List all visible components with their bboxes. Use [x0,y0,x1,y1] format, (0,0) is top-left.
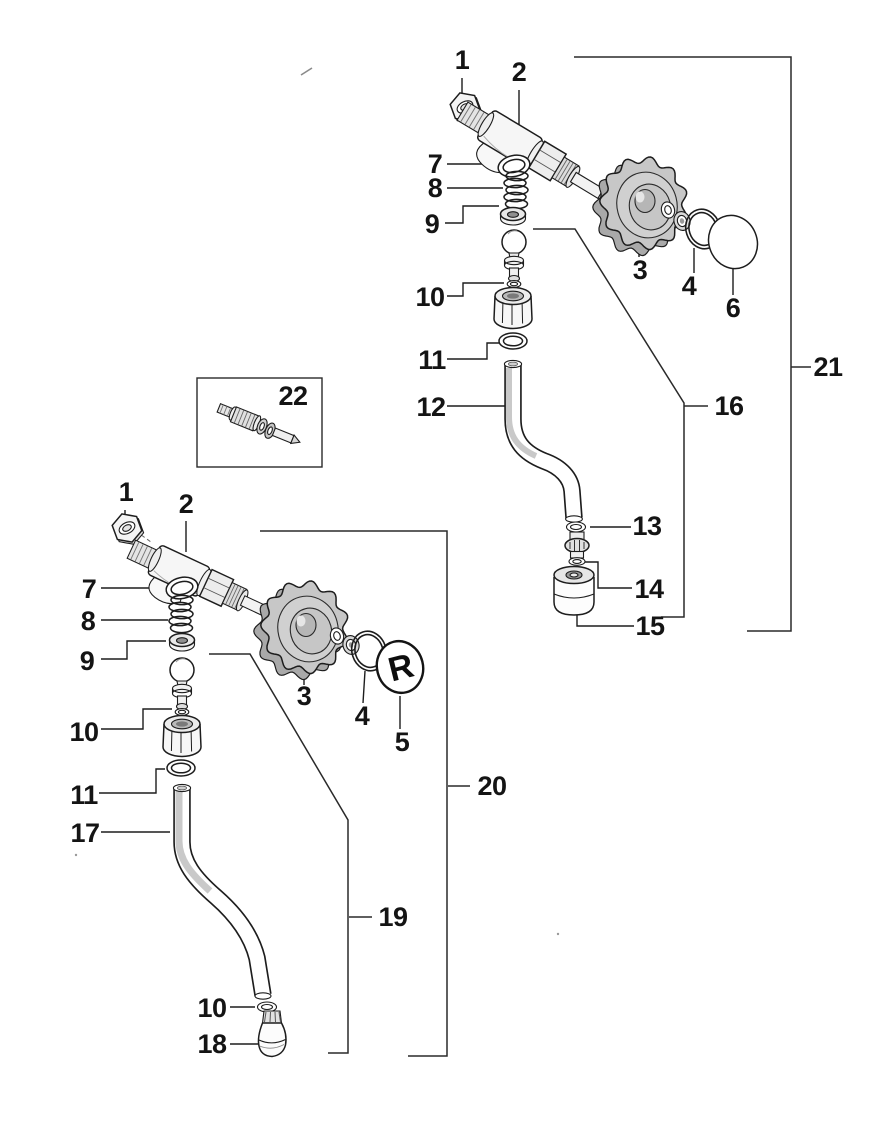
callout-bracket-19: 19 [378,902,408,932]
star-knob-part-3 [253,580,349,681]
callout-lower-2: 2 [179,489,194,519]
steam-pipe-part-17 [172,783,272,1000]
group-bracket-19 [209,653,372,1054]
pipe-oring-part-13 [565,521,587,533]
callout-bracket-16: 16 [714,391,744,421]
callout-lower-11: 11 [70,780,98,810]
callout-upper-15: 15 [635,611,665,641]
upper-steam-valve-assembly [443,92,759,616]
logo-badge-part-5: R [375,639,425,695]
callout-lower-9: 9 [80,646,95,676]
lower-steam-valve-assembly: R [111,513,425,1058]
steam-pipe-part-12 [503,359,583,523]
callout-upper-4: 4 [682,271,697,301]
ball-valve-pin [169,657,195,717]
oring-part-11 [498,332,528,350]
callout-upper-1: 1 [455,45,470,75]
callout-upper-6: 6 [726,293,741,323]
axis-dashes [129,526,152,543]
callout-box-22: 22 [278,381,307,411]
callout-lower-17: 17 [70,818,99,848]
inset-box-part-22 [196,377,323,468]
callout-lower-18: 18 [197,1029,227,1059]
upper-assembly-leader-lines [445,78,734,627]
cup-washer-part-9 [499,206,527,226]
star-knob-part-3 [592,156,688,257]
callout-lower-8: 8 [81,606,96,636]
coupling-nut-part-10 [162,714,202,758]
scan-artifacts [74,67,560,936]
callout-lower-10b: 10 [197,993,226,1023]
callout-upper-11: 11 [418,345,446,375]
callout-upper-2: 2 [512,57,527,87]
callout-lower-5: 5 [395,727,410,757]
group-bracket-16 [533,228,708,618]
callout-upper-13: 13 [632,511,662,541]
callout-lower-1: 1 [119,477,134,507]
group-bracket-21 [574,56,811,632]
callout-upper-14: 14 [634,574,664,604]
callout-lower-3: 3 [297,681,312,711]
callout-lower-4: 4 [355,701,370,731]
callout-bracket-21: 21 [813,352,843,382]
cup-washer-part-9 [168,632,196,652]
callout-labels: 1 2 7 8 9 10 11 12 3 4 6 13 14 15 16 21 … [69,45,843,1059]
callout-bracket-20: 20 [477,771,506,801]
cover-disc-part-6 [707,214,759,270]
callout-lower-10: 10 [69,717,98,747]
spout-tip-part-18 [257,1010,287,1058]
callout-upper-12: 12 [416,392,445,422]
callout-lower-7: 7 [82,574,97,604]
callout-upper-7: 7 [428,149,443,179]
callout-upper-3: 3 [633,255,648,285]
group-bracket-20 [260,530,470,1057]
callout-upper-9: 9 [425,209,440,239]
ball-valve-pin [501,229,527,289]
callout-upper-8: 8 [428,173,443,203]
hex-nut-part-1 [111,513,145,546]
nozzle-fitting-part-14 [564,531,590,567]
coupling-nut-part-10 [493,286,533,330]
callout-upper-10: 10 [415,282,444,312]
oring-part-11 [166,759,196,777]
rubber-cap-part-15 [553,565,595,616]
